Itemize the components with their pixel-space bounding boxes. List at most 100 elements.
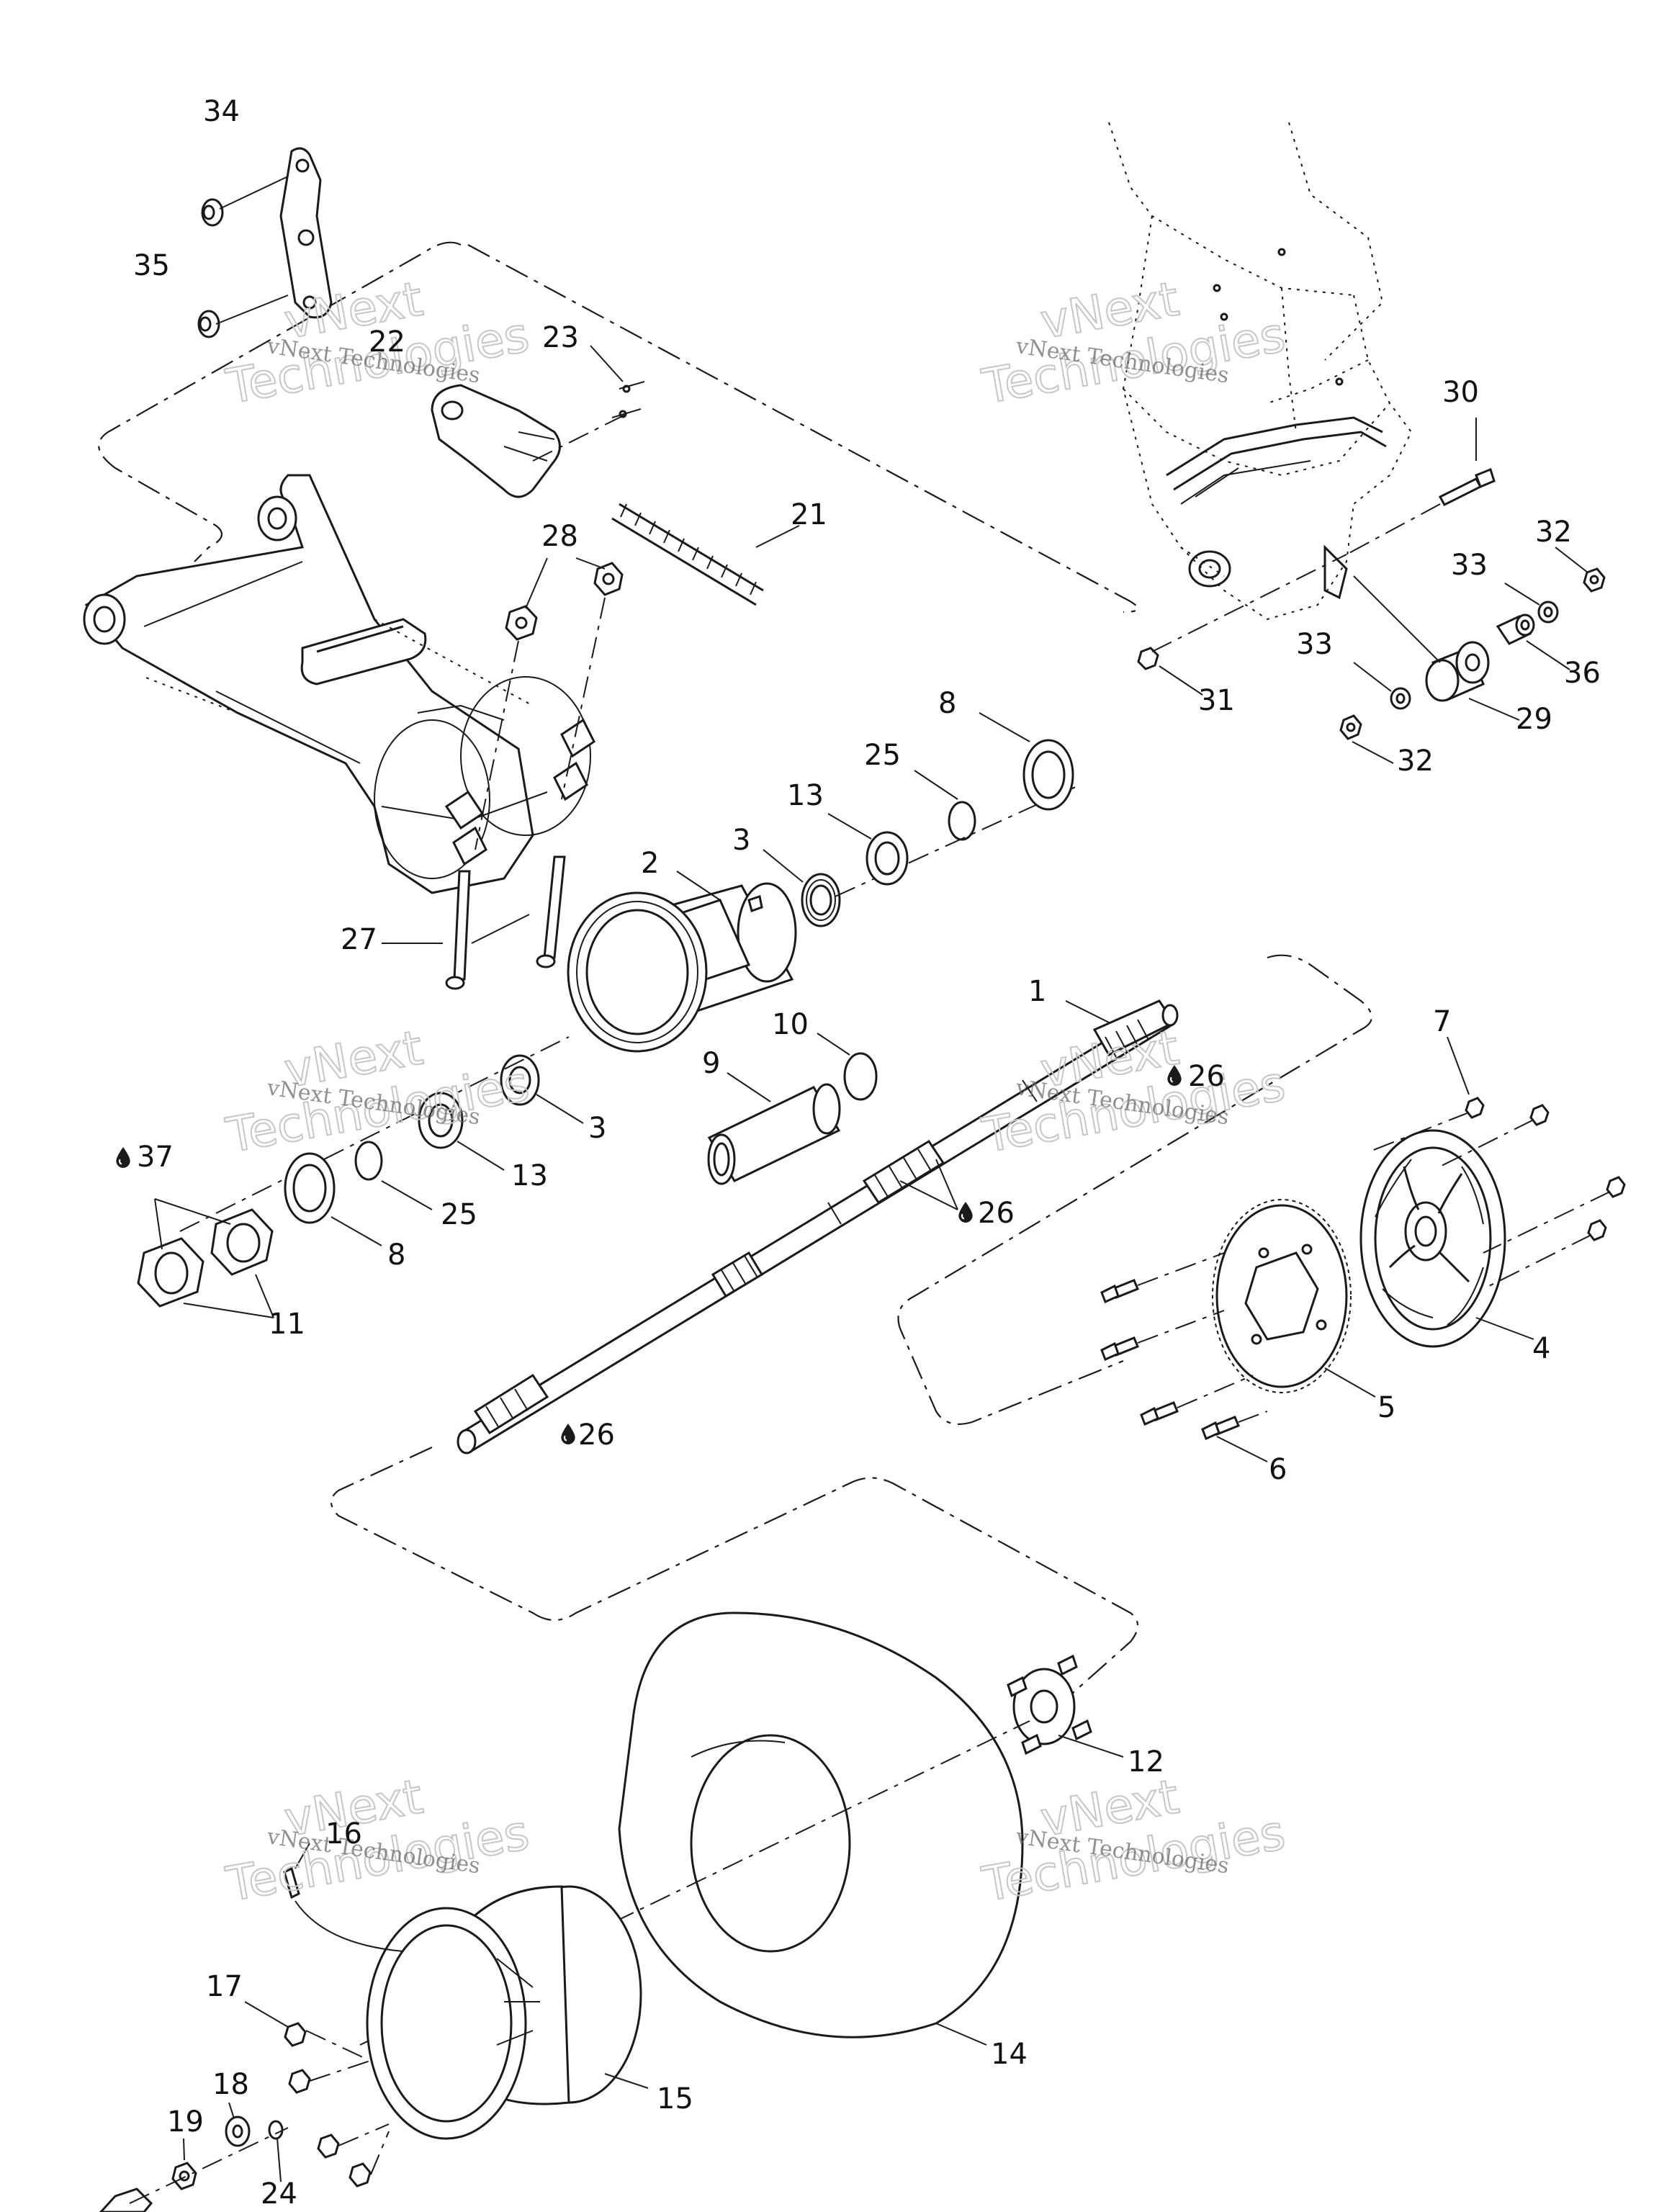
swingarm-assembly-boundary [467, 244, 1139, 613]
seal-8-bottom [284, 1152, 336, 1224]
axis-30 [1346, 503, 1441, 555]
leader-31 [1159, 665, 1203, 696]
spacer-35-bottom [197, 310, 220, 338]
leader-8-bottom [331, 1216, 382, 1246]
oil-drop-icon [958, 1201, 974, 1223]
bracket-34 [279, 147, 333, 319]
leader-25-bottom [381, 1180, 433, 1210]
leader-29-frame [1353, 575, 1441, 663]
callout-13-bottom: 13 [511, 1159, 548, 1192]
callout-19: 19 [167, 2105, 204, 2139]
leader-10 [817, 1033, 850, 1056]
leader-23 [590, 345, 624, 382]
callout-6: 6 [1269, 1453, 1287, 1486]
frame-section [1108, 122, 1413, 621]
callout-25-top: 25 [864, 739, 901, 772]
callout-24: 24 [261, 2177, 297, 2211]
leader-16 [295, 1843, 310, 1869]
leader-18 [228, 2102, 235, 2119]
callout-25-bottom: 25 [441, 1198, 477, 1231]
seal-8-top [1022, 739, 1074, 811]
bearing-3-bottom [500, 1054, 540, 1106]
oil-drop-icon [560, 1423, 576, 1444]
callout-12: 12 [1128, 1745, 1164, 1779]
clip-23 [611, 381, 645, 418]
callout-3-top: 3 [732, 824, 750, 857]
watermark-bottom-right: vNext Technologies vNext Technologies [977, 1768, 1290, 1912]
leader-17 [244, 2001, 289, 2028]
swingarm [83, 474, 595, 894]
leader-21 [755, 525, 800, 548]
washer-33-bottom [1390, 687, 1411, 710]
leader-35-bottom [215, 295, 289, 325]
swingarm-boundary-outline [98, 241, 462, 562]
bearing-3-top [801, 873, 841, 927]
leader-9 [727, 1072, 771, 1102]
hub-cap-partial [99, 2188, 153, 2212]
callout-labels: 34 35 22 23 21 28 27 30 32 33 33 36 31 2… [133, 95, 1601, 2211]
nut-28-right [593, 562, 624, 596]
callout-26-mid-shaft: 26 [978, 1197, 1015, 1230]
leader-13-top [827, 813, 872, 840]
leader-37 [154, 1198, 231, 1250]
leader-28-left [525, 557, 548, 609]
callout-31: 31 [1198, 684, 1235, 717]
o-ring-25-top [948, 801, 976, 841]
leader-25-top [914, 770, 958, 800]
callout-23: 23 [542, 321, 579, 354]
callout-15: 15 [657, 2082, 693, 2116]
callout-27: 27 [341, 923, 377, 956]
sprocket-hub-4 [1359, 1129, 1506, 1348]
callout-4: 4 [1532, 1332, 1550, 1365]
watermark-bottom-left: vNext Technologies vNext Technologies [221, 1768, 534, 1912]
axis-28-left [475, 640, 519, 850]
nut-31 [1137, 647, 1159, 670]
callout-32-bottom: 32 [1397, 745, 1434, 778]
bushing-36 [1496, 613, 1535, 645]
valve-16 [283, 1866, 300, 1899]
leader-12 [1058, 1735, 1124, 1758]
rim-15 [366, 1885, 642, 2140]
leader-14 [935, 2023, 987, 2046]
nut-11-inner [210, 1208, 274, 1276]
leader-27 [382, 914, 530, 944]
callout-7: 7 [1433, 1005, 1451, 1038]
leader-29 [1468, 698, 1520, 721]
callout-9: 9 [702, 1047, 720, 1080]
leader-2 [676, 871, 721, 901]
callout-13-top: 13 [787, 779, 824, 812]
callout-5: 5 [1377, 1391, 1395, 1424]
leader-13-bottom [457, 1141, 505, 1171]
callout-35: 35 [133, 249, 170, 282]
leader-24 [276, 2138, 282, 2182]
axis-bolts-6 [1137, 1252, 1268, 1423]
bolt-30 [1438, 468, 1496, 506]
leader-3-bottom [536, 1094, 584, 1124]
chain-guide-22 [431, 384, 561, 498]
leader-4 [1475, 1317, 1534, 1340]
leader-36 [1526, 640, 1570, 670]
eccentric-housing-2 [567, 882, 797, 1053]
nut-28-left [505, 605, 538, 641]
callout-14: 14 [991, 2038, 1028, 2071]
bolts-6 [1100, 1279, 1240, 1441]
callout-18: 18 [212, 2068, 249, 2101]
axle-shaft-1 [457, 999, 1179, 1455]
callout-36: 36 [1564, 657, 1601, 690]
callout-22: 22 [369, 325, 405, 359]
callout-10: 10 [772, 1008, 809, 1041]
drive-chain-21 [611, 503, 764, 606]
callout-33-bottom: 33 [1296, 628, 1333, 661]
shaft-assembly-boundary [897, 954, 1373, 1425]
callout-17: 17 [206, 1970, 243, 2003]
leader-33-top [1504, 583, 1540, 606]
leader-35-top [219, 176, 289, 210]
callout-21: 21 [791, 498, 827, 531]
spacer-tube-9 [707, 1083, 841, 1185]
callout-16: 16 [325, 1817, 362, 1851]
callout-11: 11 [269, 1308, 305, 1341]
washer-18 [225, 2116, 251, 2147]
axis-28-right [561, 597, 606, 800]
watermark-mid-right: vNext Technologies vNext Technologies [977, 1019, 1290, 1164]
